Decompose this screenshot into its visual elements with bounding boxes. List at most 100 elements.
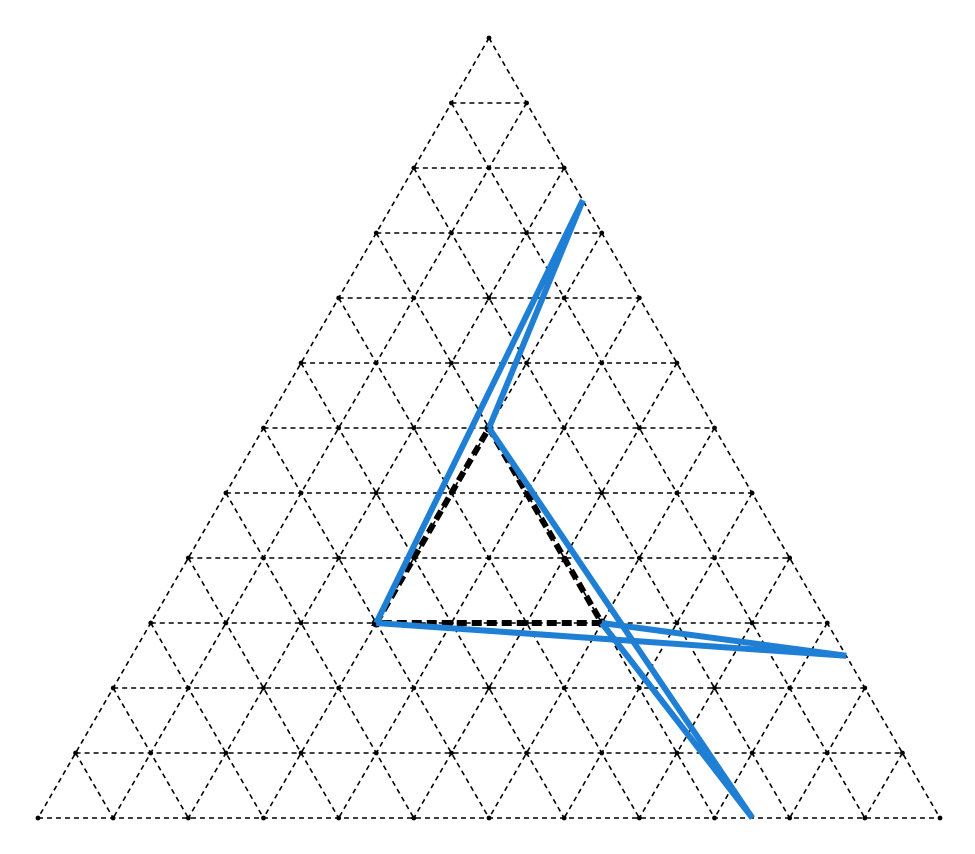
grid-node	[411, 295, 417, 301]
grid-node	[148, 620, 154, 626]
grid-node	[937, 815, 943, 821]
grid-line-diagonal-a	[413, 167, 791, 819]
grid-node	[712, 685, 717, 691]
grid-node	[223, 750, 229, 756]
spike-edge-4	[486, 426, 755, 820]
grid-node	[486, 295, 492, 301]
grid-node	[674, 750, 680, 756]
grid-node	[486, 165, 492, 171]
grid-node	[486, 685, 492, 691]
grid-node	[524, 100, 529, 106]
grid-node	[636, 815, 642, 821]
blue-spike-path	[373, 198, 847, 820]
grid-node	[486, 815, 492, 821]
grid-node	[411, 815, 417, 821]
grid-line-diagonal-b	[413, 362, 678, 819]
grid-node	[110, 685, 116, 691]
grid-node	[185, 685, 191, 691]
grid-node	[261, 815, 266, 821]
grid-node	[787, 685, 793, 691]
grid-node	[787, 815, 793, 821]
grid-nodes	[35, 35, 943, 821]
grid-node	[599, 230, 605, 236]
grid-node	[674, 360, 680, 366]
grid-node	[336, 555, 342, 561]
grid-node	[223, 490, 229, 496]
grid-node	[185, 815, 191, 821]
grid-node	[749, 620, 755, 626]
grid-node	[298, 490, 304, 496]
grid-node	[336, 425, 342, 431]
inner-triangle-edge	[371, 422, 607, 626]
grid-node	[336, 685, 342, 691]
grid-node	[524, 230, 529, 236]
grid-node	[636, 295, 642, 301]
grid-node	[787, 555, 793, 561]
grid-line-diagonal-a	[300, 362, 565, 819]
grid-node	[712, 425, 717, 431]
grid-node	[449, 230, 454, 236]
grid-node	[824, 750, 830, 756]
grid-node	[599, 360, 605, 366]
grid-node	[411, 685, 417, 691]
grid-node	[599, 750, 605, 756]
grid-node	[862, 815, 868, 821]
grid-node	[900, 750, 905, 756]
grid-node	[411, 165, 417, 171]
grid-node	[712, 555, 717, 561]
grid-node	[148, 750, 154, 756]
grid-node	[862, 685, 868, 691]
grid-node	[373, 360, 379, 366]
grid-node	[336, 295, 342, 301]
grid-node	[486, 35, 492, 41]
grid-node	[336, 815, 342, 821]
grid-node	[373, 490, 379, 496]
grid-node	[411, 425, 417, 431]
grid-node	[561, 425, 567, 431]
grid-node	[524, 360, 529, 366]
grid-node	[223, 620, 229, 626]
grid-node	[261, 685, 266, 691]
grid-line-diagonal-b	[563, 492, 753, 819]
grid-node	[449, 100, 454, 106]
grid-node	[561, 295, 567, 301]
grid-node	[298, 360, 304, 366]
spike-edge-3	[486, 199, 586, 430]
grid-node	[298, 620, 304, 626]
grid-node	[824, 620, 830, 626]
grid-node	[636, 685, 642, 691]
grid-node	[373, 230, 379, 236]
grid-node	[185, 555, 191, 561]
grid-line-diagonal-b	[112, 102, 528, 819]
grid-node	[261, 425, 266, 431]
grid-node	[561, 685, 567, 691]
grid-node	[636, 425, 642, 431]
grid-node	[712, 815, 717, 821]
grid-node	[449, 750, 454, 756]
grid-node	[674, 490, 680, 496]
grid-node	[73, 750, 78, 756]
grid-node	[373, 750, 379, 756]
inner-dashed-triangle	[371, 422, 607, 628]
grid-node	[599, 490, 605, 496]
spike-edge-2	[373, 198, 586, 625]
grid-node	[674, 620, 680, 626]
grid-line-diagonal-b	[187, 167, 565, 819]
grid-node	[261, 555, 266, 561]
grid-node	[298, 750, 304, 756]
grid-node	[524, 750, 529, 756]
grid-node	[486, 555, 492, 561]
grid-line-diagonal-a	[74, 752, 114, 819]
grid-node	[110, 815, 116, 821]
grid-node	[749, 490, 755, 496]
grid-line-diagonal-a	[150, 622, 265, 819]
grid-node	[561, 165, 567, 171]
spike-edge-5	[599, 621, 755, 820]
grid-node	[636, 555, 642, 561]
grid-node	[749, 750, 755, 756]
grid-node	[35, 815, 41, 821]
grid-line-diagonal-a	[450, 102, 866, 819]
grid-line-diagonal-b	[864, 752, 904, 819]
grid-line-diagonal-a	[225, 492, 415, 819]
